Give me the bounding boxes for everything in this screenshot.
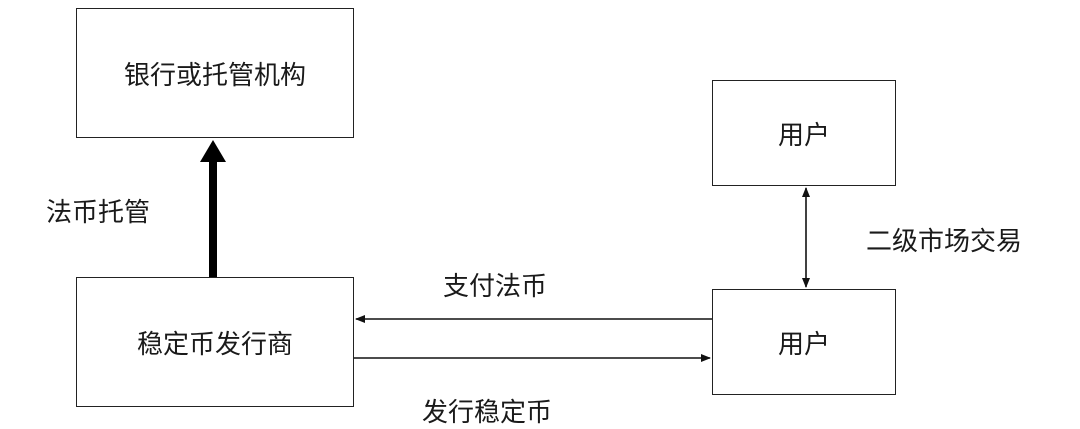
- custody-arrow: [200, 140, 226, 277]
- user-top-node: 用户: [712, 80, 896, 186]
- user-top-node-label: 用户: [777, 120, 830, 151]
- issuer-node: 稳定币发行商: [76, 277, 354, 407]
- secondary-market-label: 二级市场交易: [866, 227, 1023, 257]
- custody-label: 法币托管: [46, 198, 151, 228]
- issue-stablecoin-label: 发行稳定币: [422, 398, 553, 428]
- user-bottom-node-label: 用户: [777, 329, 830, 360]
- bank-node: 银行或托管机构: [76, 8, 354, 138]
- bank-node-label: 银行或托管机构: [123, 60, 306, 91]
- user-bottom-node: 用户: [712, 289, 896, 395]
- pay-fiat-label: 支付法币: [443, 272, 548, 302]
- issuer-node-label: 稳定币发行商: [136, 329, 293, 360]
